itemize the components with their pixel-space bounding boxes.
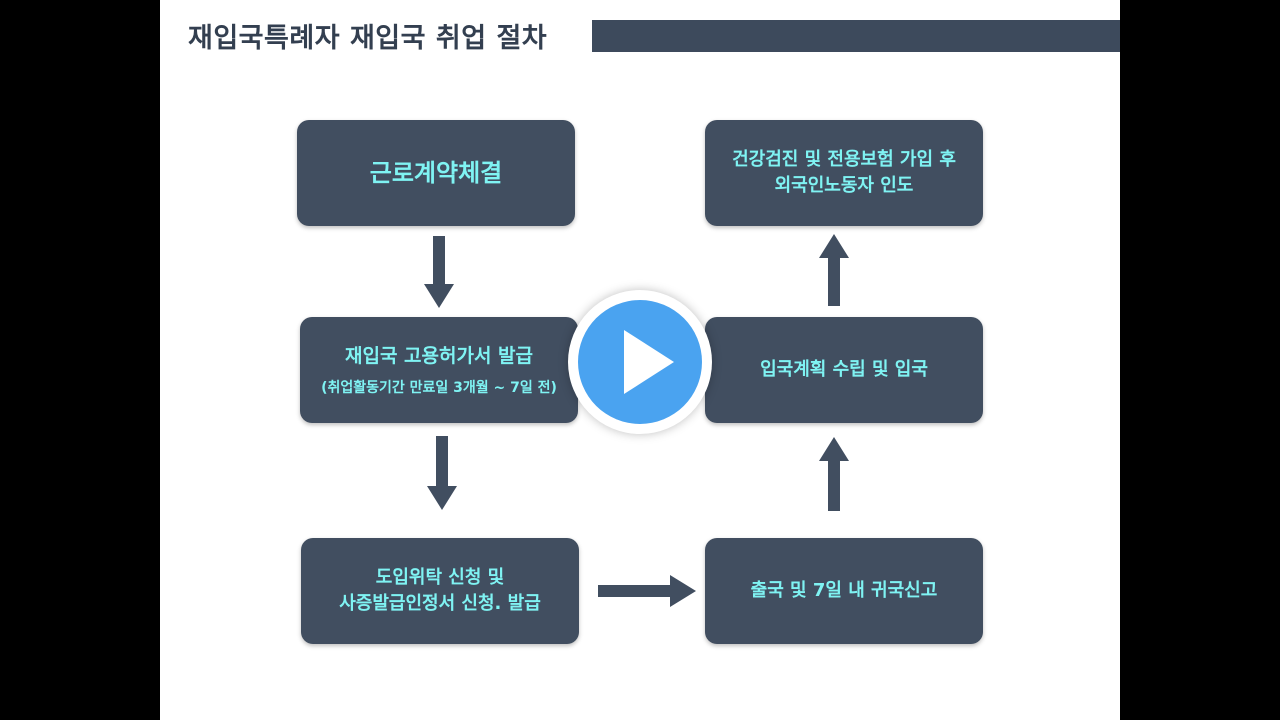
slide-title: 재입국특례자 재입국 취업 절차 (188, 23, 548, 54)
play-button[interactable] (568, 290, 712, 434)
step-handover-line1: 건강검진 및 전용보험 가입 후 (732, 148, 956, 170)
step-permit-label: 재입국 고용허가서 발급 (344, 345, 534, 368)
step-departure: 출국 및 7일 내 귀국신고 (705, 538, 983, 644)
step-permit: 재입국 고용허가서 발급 (취업활동기간 만료일 3개월 ~ 7일 전) (300, 317, 578, 423)
play-icon[interactable] (578, 300, 702, 424)
step-handover-line2: 외국인노동자 인도 (774, 175, 914, 196)
step-visa: 도입위탁 신청 및 사증발급인정서 신청. 발급 (301, 538, 579, 644)
play-button-circle[interactable] (578, 300, 702, 424)
arrow-down-icon (424, 236, 454, 308)
arrow-down-icon (427, 436, 457, 510)
arrow-up-icon (819, 234, 849, 306)
step-contract-label: 근로계약체결 (369, 158, 503, 187)
step-visa-line2: 사증발급인정서 신청. 발급 (339, 593, 541, 614)
slide: 재입국특례자 재입국 취업 절차 근로계약체결 재입국 고용허가서 발급 (취업… (160, 0, 1120, 720)
step-departure-label: 출국 및 7일 내 귀국신고 (750, 579, 938, 601)
step-handover: 건강검진 및 전용보험 가입 후 외국인노동자 인도 (705, 120, 983, 226)
step-entry: 입국계획 수립 및 입국 (705, 317, 983, 423)
arrow-right-icon (598, 575, 696, 607)
step-contract: 근로계약체결 (297, 120, 575, 226)
step-entry-label: 입국계획 수립 및 입국 (760, 358, 928, 380)
arrow-up-icon (819, 437, 849, 511)
title-bar (592, 20, 1120, 52)
step-permit-note: (취업활동기간 만료일 3개월 ~ 7일 전) (321, 379, 557, 396)
step-visa-line1: 도입위탁 신청 및 (375, 566, 505, 588)
